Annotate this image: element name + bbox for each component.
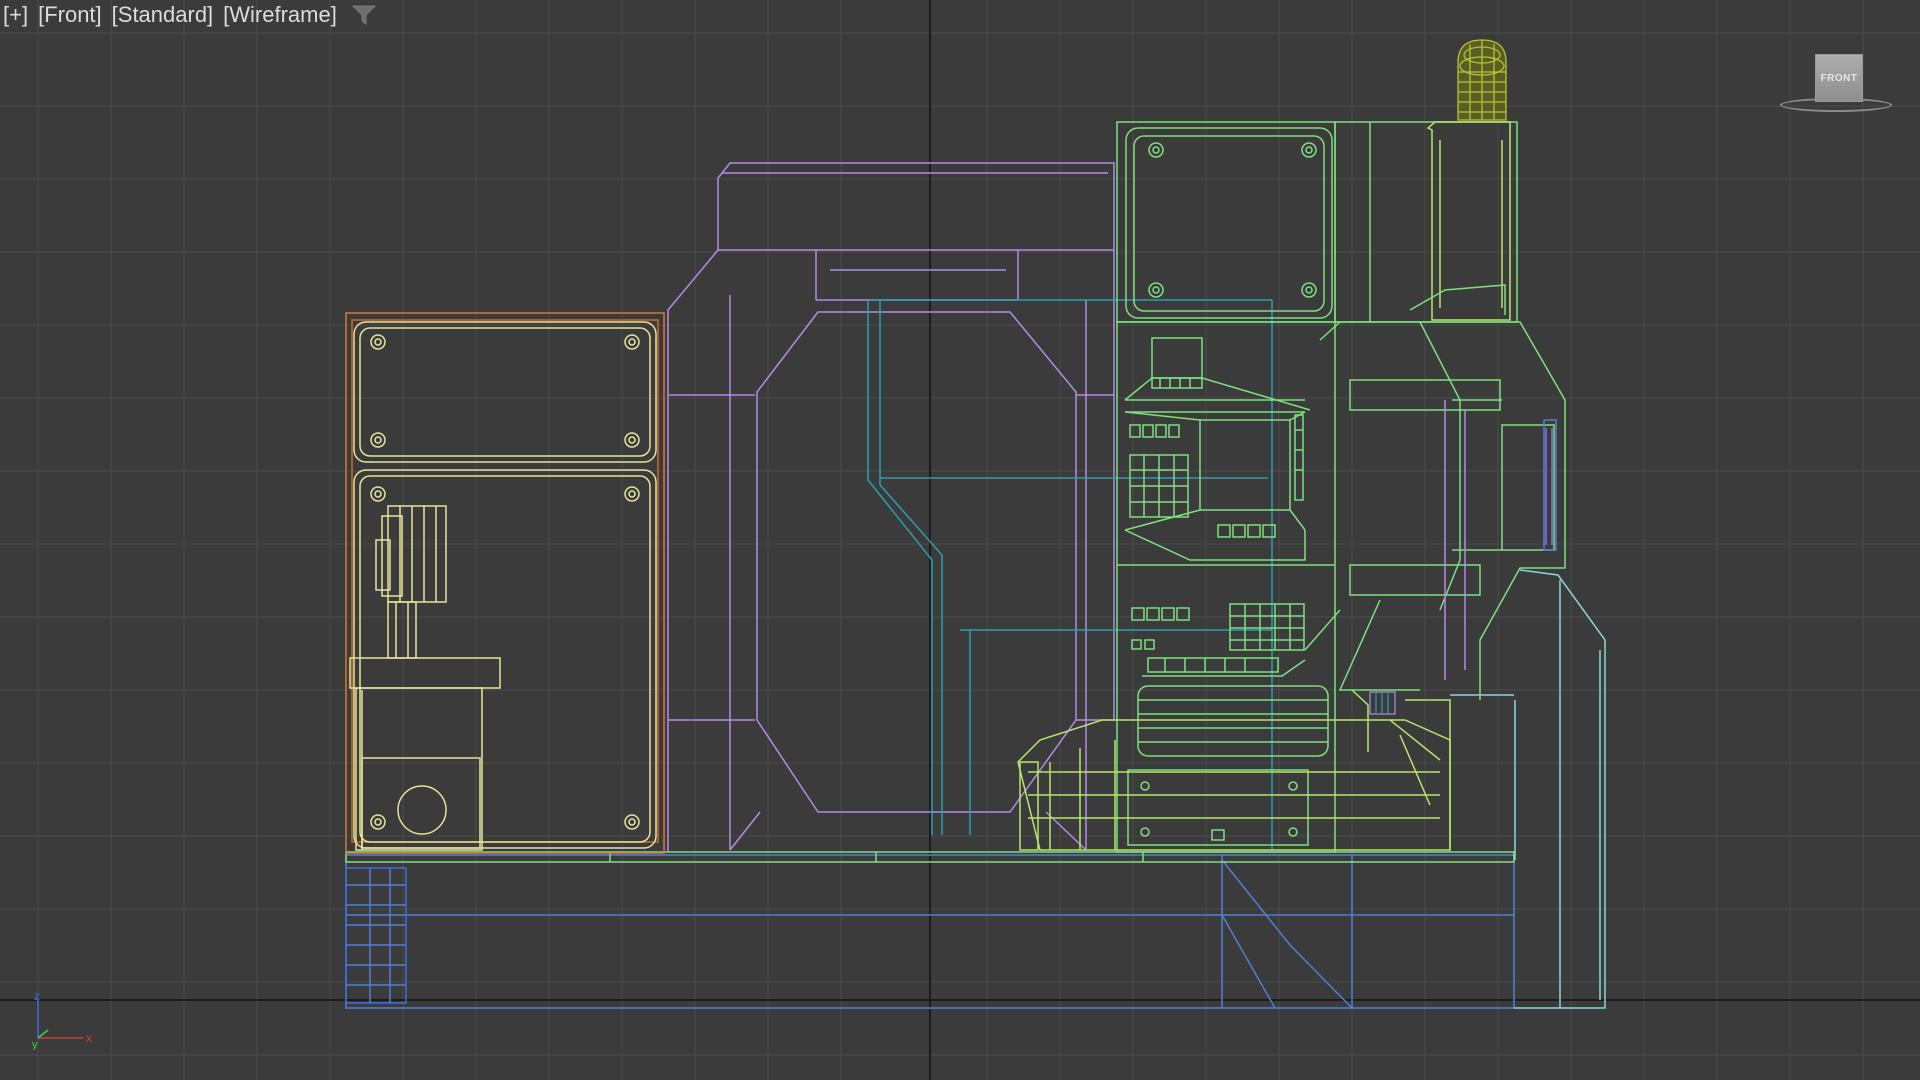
door-handle-wireframe[interactable]: [1444, 399, 1557, 680]
viewport-point-of-view-menu[interactable]: [Front]: [38, 2, 102, 27]
signal-light-wireframe[interactable]: [1457, 39, 1507, 121]
viewcube[interactable]: FRONT: [1774, 40, 1894, 120]
right-column-wireframe[interactable]: [1304, 121, 1566, 700]
axis-z-label: z: [34, 990, 40, 1003]
side-door-wireframe[interactable]: [1450, 569, 1606, 1009]
door-frame-wireframe[interactable]: [667, 162, 1115, 852]
control-panel-wireframe[interactable]: [1116, 121, 1336, 853]
spindle-motor-wireframe[interactable]: [349, 505, 501, 851]
left-cabinet-wireframe[interactable]: [345, 312, 665, 854]
axis-x-label: x: [86, 1031, 92, 1045]
base-platform-wireframe[interactable]: [345, 854, 1515, 1009]
axis-y-label: y: [32, 1039, 38, 1050]
viewport-general-menu[interactable]: [+]: [3, 2, 29, 27]
viewport-display-mode-menu[interactable]: [Wireframe]: [223, 2, 337, 27]
door-window-wireframe[interactable]: [867, 299, 1273, 850]
base-top-rail-wireframe[interactable]: [345, 851, 1515, 863]
viewcube-front-face[interactable]: FRONT: [1815, 54, 1863, 102]
axis-tripod: z x y: [32, 990, 92, 1050]
filter-icon[interactable]: [351, 3, 377, 27]
viewport-label-menu: [+] [Front] [Standard] [Wireframe]: [0, 0, 377, 30]
viewport-shading-menu[interactable]: [Standard]: [111, 2, 214, 27]
chip-conveyor-wireframe[interactable]: [1017, 689, 1451, 851]
coolant-fitting-wireframe[interactable]: [1369, 691, 1396, 715]
